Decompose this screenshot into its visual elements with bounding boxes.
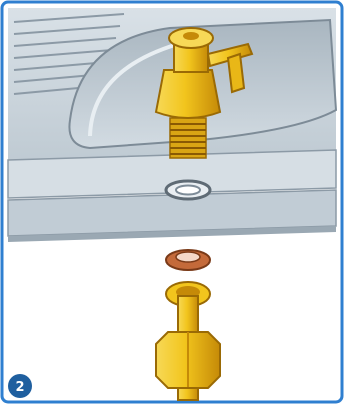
step-number-badge: 2: [8, 374, 32, 398]
rubber-washer: [166, 250, 210, 270]
step-number: 2: [15, 380, 24, 395]
metal-washer: [166, 181, 210, 199]
